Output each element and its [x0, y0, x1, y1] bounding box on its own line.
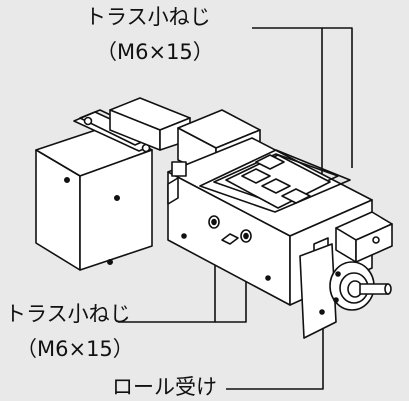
leader-lines [118, 27, 353, 390]
front-screws [181, 215, 271, 281]
truss-screw-label-top: トラス小ねじ [85, 5, 211, 29]
truss-screw-size-top: （M6×15） [96, 40, 214, 64]
window-tray [225, 154, 331, 209]
roll-holder [299, 243, 337, 339]
roll-holder-label: ロール受け [112, 375, 217, 399]
roller-bearing [329, 261, 392, 311]
truss-screw-size-front: （M6×15） [16, 337, 134, 361]
truss-screw-label-front: トラス小ねじ [5, 302, 131, 326]
